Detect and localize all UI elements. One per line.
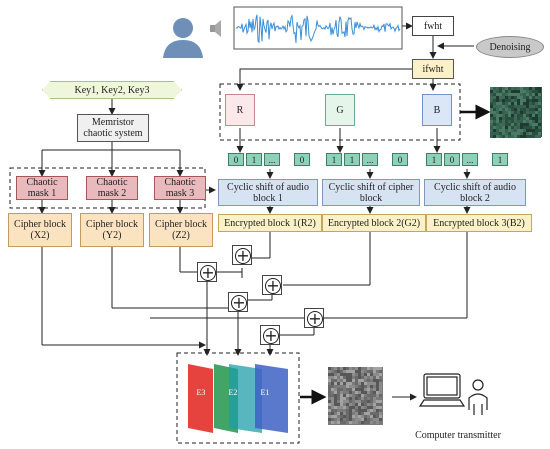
channel-r: R bbox=[225, 94, 255, 126]
ifwht-label: ifwht bbox=[422, 63, 444, 75]
bit-cell: 0 bbox=[228, 153, 244, 166]
shift-3-label: Cyclic shift of audio block 2 bbox=[434, 181, 516, 204]
shift-1-label: Cyclic shift of audio block 1 bbox=[227, 181, 309, 204]
layer-label-e2: E2 bbox=[228, 387, 238, 397]
encrypted-block-b2: Encrypted block 3(B2) bbox=[426, 214, 532, 232]
user-icon bbox=[163, 18, 203, 58]
xor-node bbox=[232, 245, 253, 266]
bit-cell: 1 bbox=[426, 153, 442, 166]
encrypted-2-label: Encrypted block 2(G2) bbox=[327, 217, 421, 229]
keys-banner: Key1, Key2, Key3 bbox=[42, 81, 182, 99]
fwht-label: fwht bbox=[423, 20, 443, 32]
shift-cipher-block: Cyclic shift of cipher block bbox=[322, 179, 420, 206]
ifwht-box: ifwht bbox=[412, 59, 454, 79]
mask-3-label: Chaotic mask 3 bbox=[164, 177, 196, 199]
channel-g-label: G bbox=[336, 104, 344, 116]
xor-node bbox=[260, 325, 281, 346]
bit-cell: 0 bbox=[392, 153, 408, 166]
memristor-box: Memristor chaotic system bbox=[77, 114, 149, 142]
memristor-label: Memristor chaotic system bbox=[83, 117, 143, 139]
layer-label-e3: E3 bbox=[196, 387, 206, 397]
speaker-icon bbox=[210, 20, 221, 37]
bit-cell: 1 bbox=[246, 153, 262, 166]
encrypted-block-r2: Encrypted block 1(R2) bbox=[218, 214, 322, 232]
fwht-box: fwht bbox=[412, 16, 454, 36]
cipher-z2-label: Cipher block (Z2) bbox=[155, 219, 207, 241]
shift-audio-block-2: Cyclic shift of audio block 2 bbox=[424, 179, 526, 206]
encrypted-output-image bbox=[328, 367, 383, 425]
cipher-block-x2: Cipher block (X2) bbox=[8, 213, 72, 247]
denoising-node: Denoising bbox=[476, 36, 544, 58]
denoising-label: Denoising bbox=[489, 41, 531, 53]
bit-cell: ... bbox=[362, 153, 378, 166]
encrypted-image-layers bbox=[188, 364, 288, 433]
cipher-y2-label: Cipher block (Y2) bbox=[86, 219, 138, 241]
xor-node bbox=[262, 275, 283, 296]
xor-node bbox=[304, 308, 325, 329]
shift-audio-block-1: Cyclic shift of audio block 1 bbox=[218, 179, 318, 206]
bit-cell: 1 bbox=[344, 153, 360, 166]
bit-cell: ... bbox=[264, 153, 280, 166]
computer-transmitter-label: Computer transmitter bbox=[415, 429, 501, 441]
cipher-block-y2: Cipher block (Y2) bbox=[80, 213, 144, 247]
mask-2-label: Chaotic mask 2 bbox=[96, 177, 128, 199]
audio-waveform bbox=[233, 6, 403, 50]
bit-cell: 0 bbox=[444, 153, 460, 166]
chaotic-mask-2: Chaotic mask 2 bbox=[86, 176, 138, 200]
encrypted-3-label: Encrypted block 3(B2) bbox=[433, 217, 525, 229]
computer-icon bbox=[418, 373, 488, 415]
channel-b: B bbox=[422, 94, 452, 126]
chaotic-mask-1: Chaotic mask 1 bbox=[16, 176, 68, 200]
cipher-x2-label: Cipher block (X2) bbox=[14, 219, 66, 241]
xor-node bbox=[228, 292, 249, 313]
bit-cell: 1 bbox=[326, 153, 342, 166]
channel-b-label: B bbox=[433, 104, 441, 116]
channel-g: G bbox=[325, 94, 355, 126]
shift-2-label: Cyclic shift of cipher block bbox=[328, 181, 414, 204]
layer-label-e1: E1 bbox=[260, 387, 270, 397]
bit-cell: 1 bbox=[492, 153, 508, 166]
encrypted-block-g2: Encrypted block 2(G2) bbox=[322, 214, 426, 232]
noise-image-icon bbox=[490, 87, 542, 138]
channel-r-label: R bbox=[236, 104, 244, 116]
mask-1-label: Chaotic mask 1 bbox=[26, 177, 58, 199]
keys-label: Key1, Key2, Key3 bbox=[74, 84, 150, 96]
encrypted-1-label: Encrypted block 1(R2) bbox=[224, 217, 316, 229]
bit-cell: 0 bbox=[294, 153, 310, 166]
bit-cell: ... bbox=[462, 153, 478, 166]
chaotic-mask-3: Chaotic mask 3 bbox=[154, 176, 206, 200]
xor-node bbox=[197, 262, 218, 283]
cipher-block-z2: Cipher block (Z2) bbox=[149, 213, 213, 247]
